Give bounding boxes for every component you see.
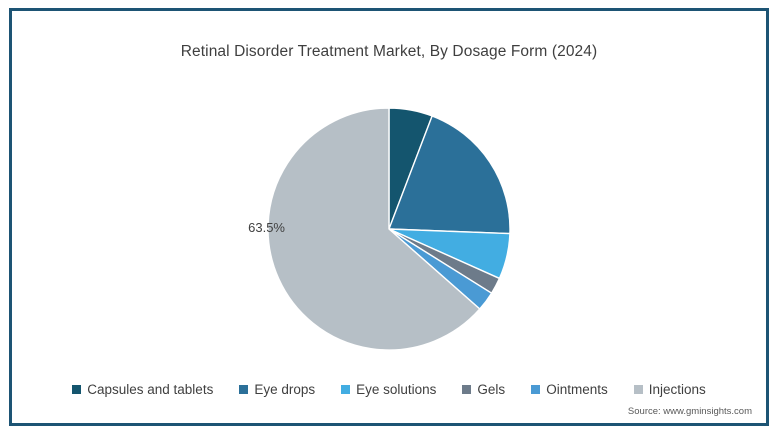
legend-item-eye-solutions[interactable]: Eye solutions <box>341 383 436 397</box>
pie-slice-group <box>267 107 511 351</box>
chart-figure-frame: Retinal Disorder Treatment Market, By Do… <box>9 8 769 426</box>
legend-item-eye-drops[interactable]: Eye drops <box>239 383 315 397</box>
pie-chart-svg <box>267 107 511 351</box>
pie-slice-eye-drops[interactable] <box>388 115 511 235</box>
source-attribution: Source: www.gminsights.com <box>627 406 752 417</box>
chart-legend: Capsules and tablets Eye drops Eye solut… <box>12 383 766 397</box>
legend-item-injections[interactable]: Injections <box>633 382 706 397</box>
legend-swatch-icon <box>462 385 472 395</box>
legend-swatch-icon <box>633 385 643 395</box>
legend-item-label: Gels <box>477 382 506 397</box>
pie-slice-injections[interactable] <box>267 107 481 351</box>
legend-item-label: Injections <box>648 382 706 397</box>
chart-title: Retinal Disorder Treatment Market, By Do… <box>180 43 598 60</box>
pie-chart-area: 63.5% <box>12 11 766 423</box>
legend-swatch-icon <box>239 385 249 395</box>
legend-item-label: Eye drops <box>254 382 316 397</box>
legend-item-gels[interactable]: Gels <box>462 383 505 397</box>
legend-swatch-icon <box>72 385 82 395</box>
legend-swatch-icon <box>341 385 351 395</box>
legend-item-label: Capsules and tablets <box>87 382 214 397</box>
chart-canvas: Retinal Disorder Treatment Market, By Do… <box>12 11 766 423</box>
legend-item-ointments[interactable]: Ointments <box>531 383 608 397</box>
pie-slice-percent-label-injections: 63.5% <box>248 220 285 235</box>
legend-item-label: Ointments <box>546 382 608 397</box>
legend-swatch-icon <box>531 385 541 395</box>
legend-item-capsules-and-tablets[interactable]: Capsules and tablets <box>72 383 213 397</box>
legend-item-label: Eye solutions <box>356 382 437 397</box>
